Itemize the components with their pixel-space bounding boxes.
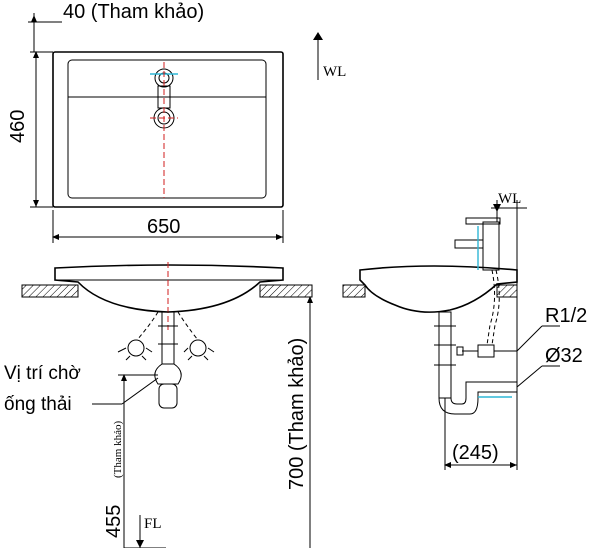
drain-note-line1: Vị trí chờ xyxy=(4,363,81,384)
drain-height-value: 455 xyxy=(103,505,125,538)
hose-left xyxy=(136,311,159,341)
drain-trap xyxy=(154,311,182,409)
floor-level-label: FL xyxy=(144,516,162,532)
side-wl-label: WL xyxy=(498,191,521,207)
drain-diameter-label: Ø32 xyxy=(545,345,583,367)
drain-height-note: (Tham khảo) xyxy=(112,421,124,478)
angle-valve-left-icon xyxy=(117,339,153,361)
angle-valve-right-icon xyxy=(183,339,215,361)
width-label: 650 xyxy=(147,216,180,238)
basin-inner-bowl xyxy=(67,59,267,199)
side-drain-trap xyxy=(434,311,517,415)
supply-label: R1/2 xyxy=(545,305,587,327)
counter-left xyxy=(21,284,79,298)
basin-front-body xyxy=(54,264,284,313)
drain-note-leader xyxy=(121,377,159,405)
supply-leader xyxy=(516,325,543,352)
basin-outer-rim xyxy=(52,51,284,208)
wall-offset-label: (245) xyxy=(452,442,499,464)
side-counter-right xyxy=(496,284,518,298)
basin-height-label: 700 (Tham khảo) xyxy=(286,338,308,490)
front-view: Vị trí chờ ống thải 455 (Tham khảo) FL 7… xyxy=(4,262,313,548)
drain-note-line2: ống thải xyxy=(4,394,72,415)
basin-side-body xyxy=(359,265,518,313)
faucet-side-icon xyxy=(454,217,501,271)
drain-diameter-leader xyxy=(516,365,543,388)
counter-right xyxy=(259,284,313,298)
top-view: 40 (Tham khảo) 460 650 WL xyxy=(7,1,346,243)
side-view: WL R1/2 Ø32 (24 xyxy=(342,191,587,470)
hose-right xyxy=(177,311,199,341)
tap-offset-label: 40 (Tham khảo) xyxy=(63,1,204,23)
top-wl-label: WL xyxy=(323,64,346,80)
side-angle-valve-icon xyxy=(456,344,517,358)
depth-label: 460 xyxy=(7,110,29,143)
side-counter-left xyxy=(342,284,366,298)
